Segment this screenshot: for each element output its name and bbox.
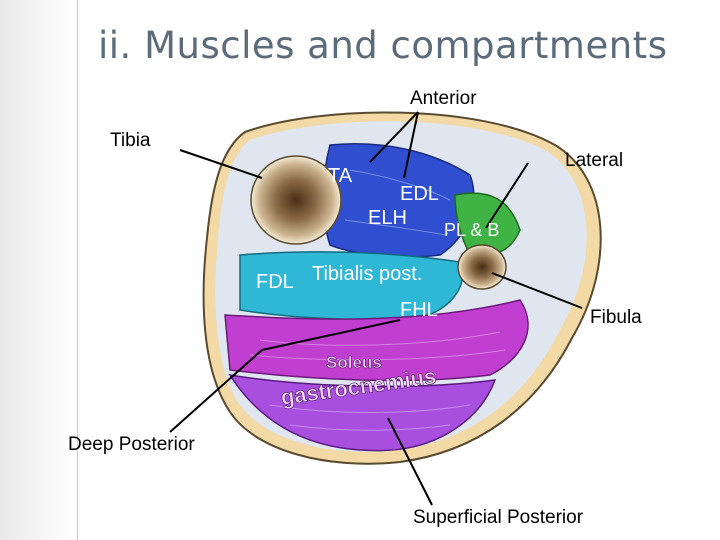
soleus-muscle [224, 299, 529, 382]
gastrocnemius-muscle [228, 373, 497, 452]
deep-posterior-leader-line [169, 349, 263, 433]
superficial-posterior-leader-line [387, 417, 433, 506]
tibia-bone [250, 155, 342, 245]
superficial-posterior-label: Superficial Posterior [413, 507, 584, 528]
tibia-label: Tibia [110, 130, 151, 151]
soleus-label: Soleus [326, 353, 382, 372]
elh-label: ELH [368, 207, 407, 229]
ta-label: TA [328, 165, 353, 187]
fibula-leader-line [491, 272, 583, 309]
fibula-label: Fibula [590, 307, 642, 328]
anterior-label: Anterior [410, 88, 477, 109]
lateral-leader-line [485, 162, 529, 229]
deep-posterior-compartment [239, 251, 464, 321]
deep-posterior-label: Deep Posterior [68, 434, 195, 455]
fibula-bone [457, 244, 507, 290]
tibia-leader-line [179, 149, 263, 179]
pl-b-label: PL & B [444, 220, 499, 240]
fhl-label: FHL [400, 299, 438, 321]
tibialis-post-label: Tibialis post. [312, 263, 422, 285]
deep-posterior-leader-line-2 [261, 319, 401, 351]
anterior-leader-line-2 [369, 111, 419, 163]
anterior-leader-line [403, 111, 419, 179]
edl-label: EDL [400, 183, 439, 205]
lateral-label: Lateral [565, 150, 624, 171]
fdl-label: FDL [256, 271, 294, 293]
slide-left-rule [0, 0, 78, 540]
slide-title: ii. Muscles and compartments [98, 24, 668, 67]
